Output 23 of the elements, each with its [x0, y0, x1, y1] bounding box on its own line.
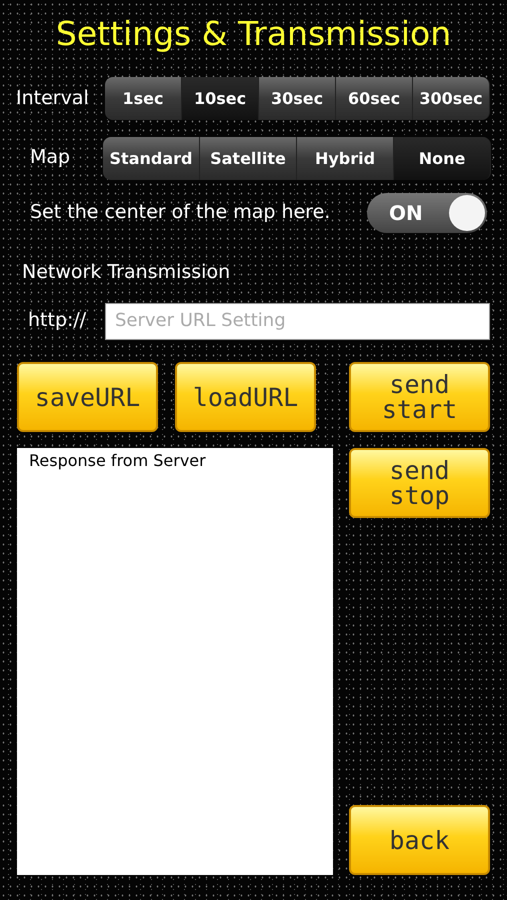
segment-button: 60sec — [336, 77, 413, 120]
segment-button: Hybrid — [297, 137, 394, 180]
segment-button: None — [394, 137, 491, 180]
button: send stop — [349, 448, 490, 518]
response-text-area: Response from Server — [17, 448, 333, 875]
label-text: Map — [30, 146, 70, 168]
segment-button: 300sec — [413, 77, 490, 120]
segment-button: 1sec — [105, 77, 182, 120]
segment-button: Satellite — [200, 137, 297, 180]
segment-button: Standard — [103, 137, 200, 180]
input-field: Server URL Setting — [105, 303, 490, 340]
toggle-switch: ON — [367, 193, 487, 233]
label-text: Set the center of the map here. — [30, 201, 330, 223]
button: back — [349, 805, 490, 875]
label-text: Interval — [16, 87, 89, 109]
segment-button: 30sec — [259, 77, 336, 120]
button: send start — [349, 362, 490, 432]
label-text: Network Transmission — [22, 261, 230, 283]
title: Settings & Transmission — [54, 14, 452, 55]
button: saveURL — [17, 362, 158, 432]
segment-button: 10sec — [182, 77, 259, 120]
label-text: http:// — [28, 309, 86, 331]
button: loadURL — [175, 362, 316, 432]
